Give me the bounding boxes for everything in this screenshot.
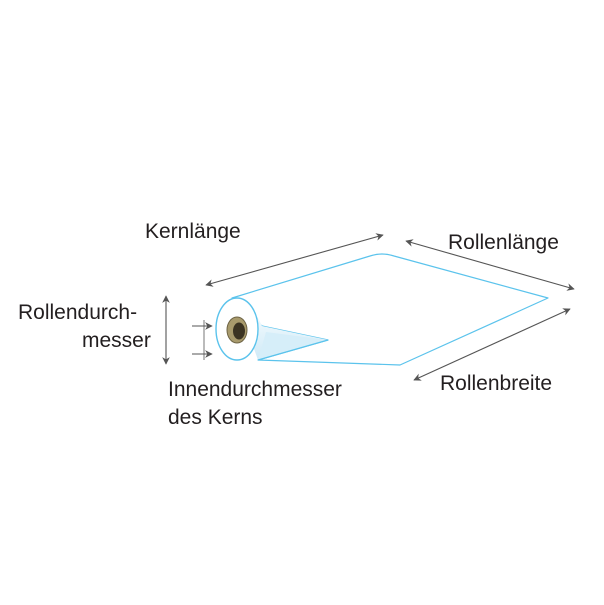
roll-width-label: Rollenbreite [440,372,552,395]
core-inner-hole [233,322,245,340]
roll-diameter-label-line2: messer [82,329,151,352]
roll-diameter-label-line1: Rollendurch- [18,301,137,324]
core-length-label: Kernlänge [145,220,241,243]
roll-width-arrow [413,308,571,381]
roll-length-label: Rollenlänge [448,231,559,254]
roll-shadow [258,332,328,360]
core-inner-diameter-label-line1: Innendurchmesser [168,378,342,401]
core-inner-diameter-label-line2: des Kerns [168,406,263,429]
roll-edge-lower [257,339,329,361]
roll-length-arrow [405,239,575,291]
core-length-arrow [205,233,384,287]
